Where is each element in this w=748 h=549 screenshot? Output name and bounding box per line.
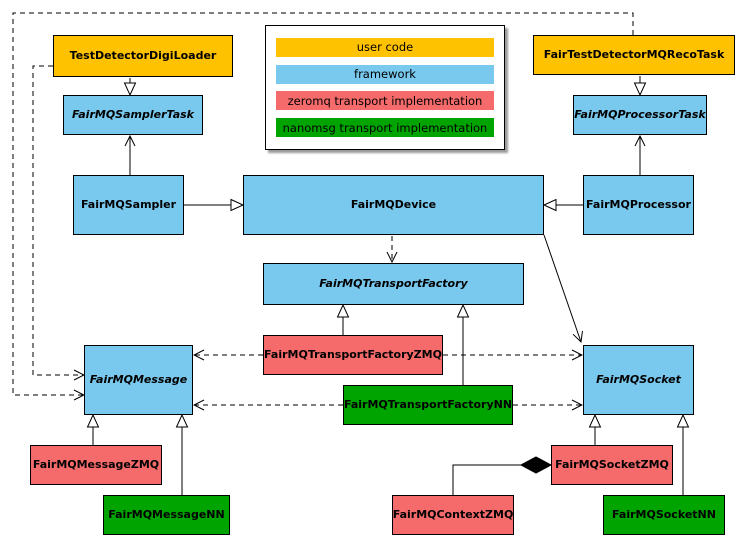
node-fairmqprocessor: FairMQProcessor <box>583 175 694 235</box>
node-label: FairMQMessageNN <box>108 507 225 521</box>
node-label: FairMQContextZMQ <box>392 507 514 521</box>
legend: user code framework zeromq transport imp… <box>265 25 505 150</box>
legend-label: nanomsg transport implementation <box>282 120 488 135</box>
legend-item-zeromq: zeromq transport implementation <box>276 91 494 111</box>
node-fairmqtransportfactory: FairMQTransportFactory <box>263 263 524 305</box>
node-label: FairMQSocket <box>596 372 681 386</box>
edge-device-socket-arrow <box>543 234 581 342</box>
node-fairmqdevice: FairMQDevice <box>243 175 544 235</box>
node-fairmqsocketzmq: FairMQSocketZMQ <box>551 445 673 485</box>
node-label: FairMQSocketZMQ <box>555 457 669 471</box>
node-fairmqsampler: FairMQSampler <box>73 175 184 235</box>
node-label: FairTestDetectorMQRecoTask <box>543 47 725 61</box>
node-label: FairMQProcessor <box>586 197 691 211</box>
node-fairmqmessagezmq: FairMQMessageZMQ <box>30 445 162 485</box>
composition-diamond-icon <box>519 456 553 474</box>
node-label: TestDetectorDigiLoader <box>69 48 217 62</box>
legend-item-nanomsg: nanomsg transport implementation <box>276 118 494 138</box>
node-label: FairMQTransportFactoryNN <box>343 397 513 411</box>
node-label: FairMQProcessorTask <box>574 107 706 121</box>
node-fairtestdetectormqrecotask: FairTestDetectorMQRecoTask <box>533 35 735 75</box>
edge-contextzmq-socketzmq-composition <box>452 464 521 495</box>
legend-item-user-code: user code <box>276 37 494 57</box>
node-fairmqmessage: FairMQMessage <box>84 345 193 415</box>
node-fairmqsamplertask: FairMQSamplerTask <box>63 95 203 135</box>
legend-label: framework <box>354 67 416 82</box>
node-label: FairMQMessageZMQ <box>32 457 160 471</box>
node-label: FairMQTransportFactory <box>319 276 468 290</box>
legend-label: user code <box>356 40 414 55</box>
node-label: FairMQSamplerTask <box>72 107 194 121</box>
node-label: FairMQSampler <box>80 197 177 211</box>
node-label: FairMQSocketNN <box>612 507 716 521</box>
node-fairmqprocessortask: FairMQProcessorTask <box>573 95 707 135</box>
node-fairmqsocket: FairMQSocket <box>583 345 694 415</box>
legend-label: zeromq transport implementation <box>287 93 483 108</box>
node-label: FairMQMessage <box>89 372 188 386</box>
node-label: FairMQDevice <box>350 197 437 211</box>
node-fairmqtransportfactorynn: FairMQTransportFactoryNN <box>343 385 513 425</box>
node-fairmqcontextzmq: FairMQContextZMQ <box>392 495 514 535</box>
node-label: FairMQTransportFactoryZMQ <box>264 347 442 361</box>
node-fairmqmessagenn: FairMQMessageNN <box>103 495 230 535</box>
node-fairmqtransportfactoryzmq: FairMQTransportFactoryZMQ <box>263 335 443 375</box>
node-testdetectordigiloader: TestDetectorDigiLoader <box>53 35 233 77</box>
legend-item-framework: framework <box>276 64 494 84</box>
node-fairmqsocketnn: FairMQSocketNN <box>603 495 725 535</box>
